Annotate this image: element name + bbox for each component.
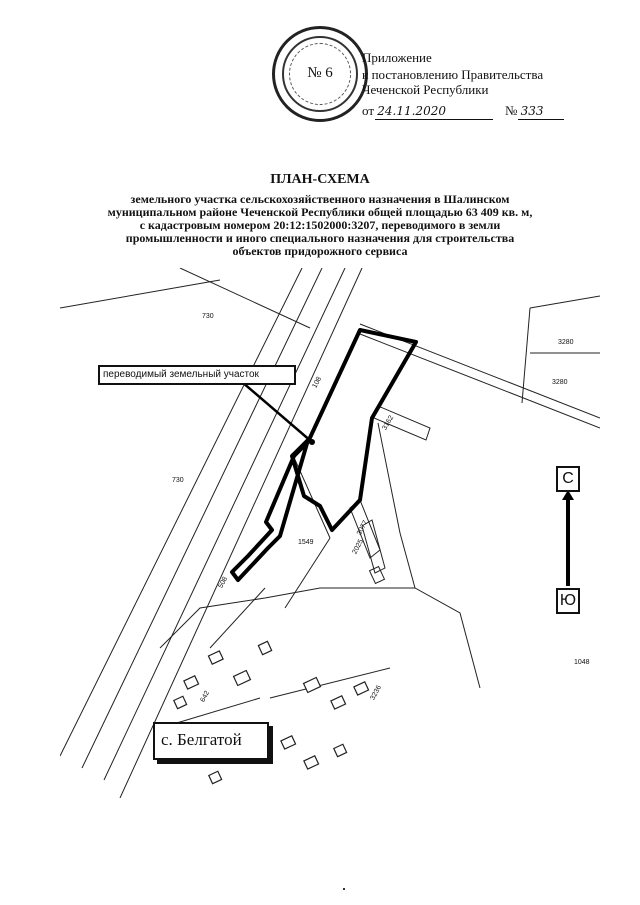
stray-mark bbox=[343, 888, 345, 890]
title-line-5: объектов придорожного сервиса bbox=[232, 244, 408, 258]
compass-arrow-head bbox=[562, 490, 574, 500]
parcel-label: 108 bbox=[311, 376, 323, 390]
building bbox=[330, 695, 347, 710]
building bbox=[232, 669, 252, 687]
parcel-label: 3280 bbox=[552, 379, 568, 386]
parcel-line bbox=[377, 422, 401, 534]
parcel-label: 730 bbox=[172, 477, 184, 484]
road-edge-right-inner bbox=[103, 268, 346, 781]
building bbox=[207, 770, 223, 785]
parcel-2025 bbox=[361, 519, 386, 574]
title-line-3: с кадастровым номером 20:12:1502000:3207… bbox=[139, 218, 501, 232]
parcel-line bbox=[284, 537, 331, 609]
field-boundary bbox=[179, 268, 311, 329]
settlement-boundary bbox=[159, 587, 481, 689]
parcel-label: 3280 bbox=[558, 339, 574, 346]
appendix-line-2: к постановлению Правительства bbox=[362, 67, 544, 82]
compass-north: С bbox=[556, 466, 580, 492]
date-underline bbox=[375, 119, 493, 120]
compass-south: Ю bbox=[556, 588, 580, 614]
building bbox=[280, 735, 297, 750]
number-row: № 333 bbox=[505, 103, 544, 119]
document-heading: ПЛАН-СХЕМА bbox=[270, 172, 370, 187]
building bbox=[172, 695, 188, 710]
parcel-label: 642 bbox=[199, 690, 211, 704]
transferred-parcel-callout: переводимый земельный участок bbox=[98, 365, 296, 385]
road-edge-right-outer bbox=[119, 268, 363, 798]
number-underline bbox=[518, 119, 564, 120]
village-label: с. Белгатой bbox=[153, 722, 269, 760]
small-building bbox=[368, 565, 386, 585]
street bbox=[269, 667, 391, 699]
parcel-label: 3077 bbox=[356, 519, 370, 536]
parcel-label: 1048 bbox=[574, 659, 590, 666]
appendix-line-3: Чеченской Республики bbox=[362, 82, 489, 97]
building bbox=[257, 640, 273, 656]
building bbox=[207, 650, 224, 665]
date-value: 24.11.2020 bbox=[377, 104, 446, 118]
building bbox=[353, 681, 370, 696]
cadastral-map: 730 3280 3280 730 1549 3162 108 508 3077… bbox=[60, 268, 600, 798]
parcel-label: 3162 bbox=[381, 414, 395, 431]
road-edge-left-inner bbox=[81, 268, 323, 769]
seal-number: № 6 bbox=[307, 65, 333, 81]
title-line-2: муниципальном районе Чеченской Республик… bbox=[107, 205, 533, 219]
callout-leader bbox=[234, 375, 313, 443]
number-prefix: № bbox=[505, 103, 518, 118]
callout-leader-tip bbox=[309, 439, 315, 445]
number-value: 333 bbox=[520, 104, 544, 118]
building bbox=[302, 676, 322, 694]
field-boundary bbox=[60, 279, 221, 309]
building bbox=[303, 755, 320, 770]
transferred-parcel-outline bbox=[230, 328, 418, 582]
parcel-line bbox=[399, 532, 416, 589]
title-line-4: промышленности и иного специального назн… bbox=[125, 231, 515, 245]
date-prefix: от bbox=[362, 103, 375, 118]
parcel-3280-boundary bbox=[521, 307, 531, 404]
official-seal: № 6 bbox=[272, 26, 368, 122]
parcel-label: 1549 bbox=[298, 539, 314, 546]
side-road-south bbox=[359, 333, 600, 429]
building bbox=[183, 675, 200, 690]
title-line-1: земельного участка сельскохозяйственного… bbox=[130, 192, 510, 206]
parcel-line bbox=[291, 452, 331, 539]
parcel-label: 2025 bbox=[351, 538, 365, 555]
parcel-3162 bbox=[373, 405, 431, 441]
parcel-label: 508 bbox=[217, 576, 229, 590]
appendix-line-1: Приложение bbox=[362, 50, 432, 65]
parcel-3280-boundary bbox=[529, 295, 600, 309]
road-edge-left-outer bbox=[60, 268, 303, 757]
parcel-label: 3236 bbox=[369, 684, 383, 701]
appendix-date-row: от 24.11.2020 bbox=[362, 103, 446, 119]
building bbox=[332, 743, 348, 758]
parcel-label: 730 bbox=[202, 313, 214, 320]
parcel-line bbox=[209, 587, 266, 649]
